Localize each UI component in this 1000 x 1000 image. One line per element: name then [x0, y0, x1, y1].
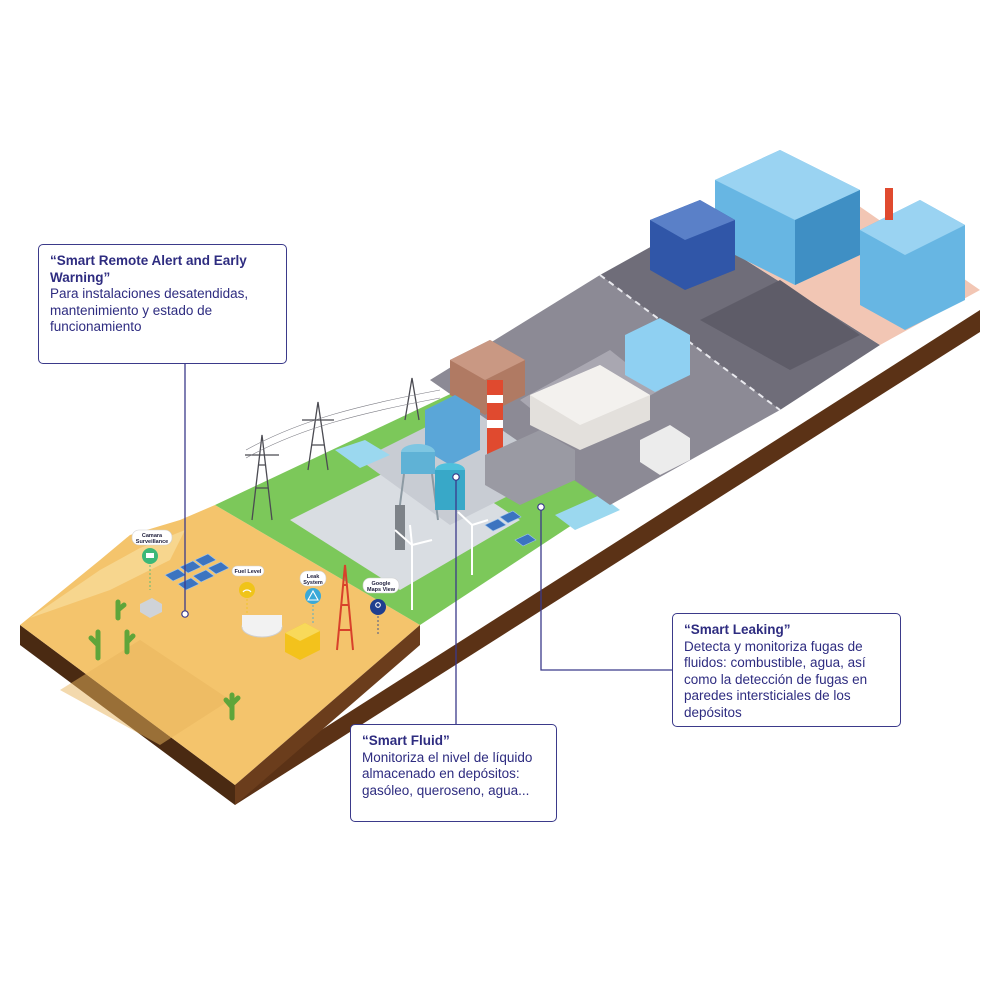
desert-equipment [140, 598, 320, 660]
power-pylons [245, 377, 441, 521]
sensor-badge-maps: Google Maps View [362, 577, 400, 634]
callout-title: “Smart Remote Alert and Early Warning” [50, 253, 247, 285]
badge-label-line2: System [303, 580, 323, 586]
storage-tanks [395, 444, 465, 550]
callout-text: Detecta y monitoriza fugas de fluidos: c… [684, 638, 868, 720]
callout-smart-fluid: “Smart Fluid” Monitoriza el nivel de líq… [350, 724, 557, 822]
badge-label-line2: Surveillance [136, 539, 168, 545]
callout-text: Para instalaciones desatendidas, manteni… [50, 286, 249, 334]
wind-turbines [394, 511, 489, 610]
radio-tower [336, 564, 354, 651]
callout-smart-leaking: “Smart Leaking” Detecta y monitoriza fug… [672, 613, 901, 727]
callout-title: “Smart Leaking” [684, 622, 791, 637]
callout-anchor-points [181, 473, 545, 618]
sensor-badge-leak: Leak System [299, 570, 327, 625]
sensor-badge-camera: Camara Surveillance [131, 529, 173, 590]
callout-leaders [184, 364, 672, 724]
factory-buildings [425, 318, 690, 505]
badge-label-line2: Maps View [367, 587, 396, 593]
badge-label-line1: Fuel Level [235, 569, 262, 575]
badge-label-line1: Camara [142, 533, 163, 539]
badge-label-line1: Leak [307, 574, 320, 580]
callout-smart-remote-alert: “Smart Remote Alert and Early Warning” P… [38, 244, 287, 364]
callout-text: Monitoriza el nivel de líquido almacenad… [362, 749, 533, 798]
badge-label-line1: Google [372, 581, 391, 587]
callout-title: “Smart Fluid” [362, 733, 450, 748]
cacti [88, 599, 241, 721]
office-complex [650, 150, 965, 330]
sensor-badge-fuel: Fuel Level [231, 565, 265, 615]
